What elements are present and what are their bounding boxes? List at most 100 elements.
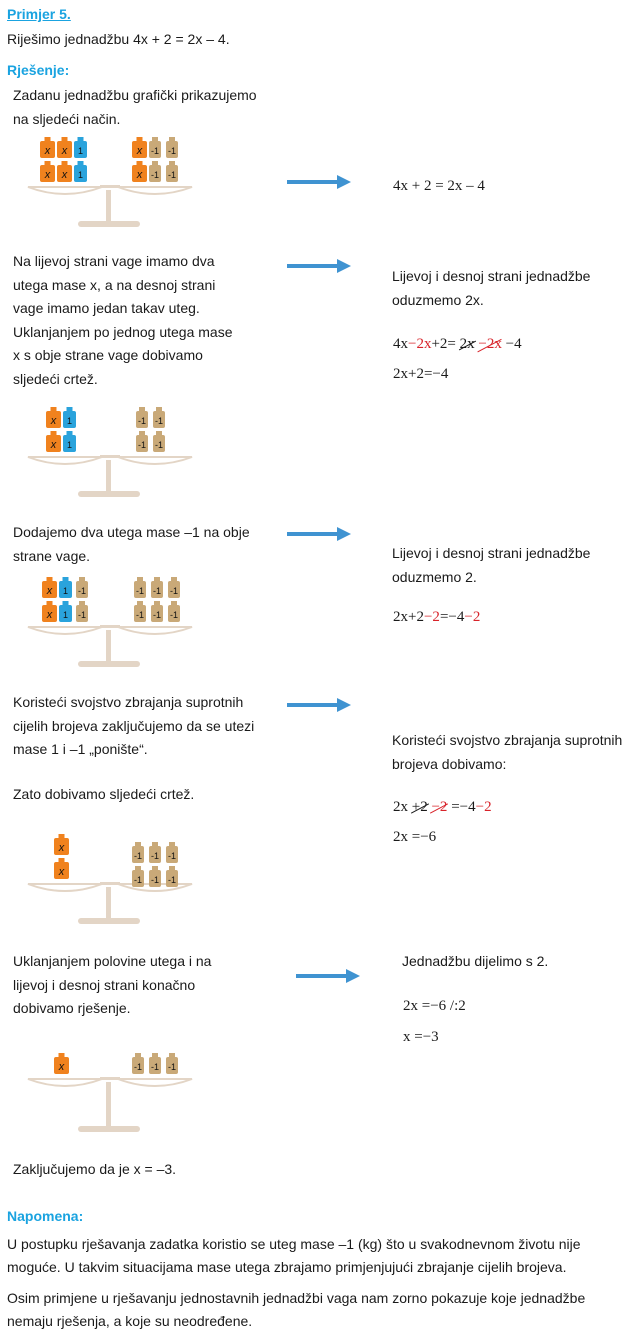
- arrow-5: [296, 969, 360, 983]
- weight-minus-one: -1: [153, 407, 165, 428]
- svg-text:-1: -1: [155, 440, 163, 450]
- scale-base: [27, 185, 193, 227]
- svg-text:-1: -1: [155, 416, 163, 426]
- weight-minus-one: -1: [168, 577, 180, 598]
- svg-text:x: x: [46, 609, 53, 621]
- weight-x: x: [40, 161, 55, 182]
- step4-equation-2: 2x =−6: [393, 829, 437, 845]
- weight-x: x: [132, 161, 147, 182]
- svg-text:x: x: [46, 585, 53, 597]
- svg-text:-1: -1: [78, 586, 86, 596]
- weight-minus-one: -1: [166, 161, 178, 182]
- svg-text:1: 1: [67, 416, 72, 426]
- svg-text:x: x: [58, 866, 65, 878]
- step5-text: Uklanjanjem polovine utega i na lijevoj …: [13, 953, 212, 1016]
- weight-minus-one: -1: [166, 1053, 178, 1074]
- svg-text:-1: -1: [168, 170, 176, 180]
- arrow-2: [287, 259, 351, 273]
- svg-text:x: x: [44, 169, 51, 181]
- weight-minus-one: -1: [166, 866, 178, 887]
- weight-minus-one: -1: [134, 577, 146, 598]
- step4-text-2: Zato dobivamo sljedeći crtež.: [13, 786, 195, 802]
- svg-text:x: x: [61, 145, 68, 157]
- weight-one: 1: [59, 601, 72, 622]
- svg-text:-1: -1: [136, 586, 144, 596]
- weight-minus-one: -1: [132, 1053, 144, 1074]
- note-text: U postupku rješavanja zadatka koristio s…: [7, 1236, 586, 1329]
- weight-minus-one: -1: [132, 866, 144, 887]
- weight-x: x: [42, 577, 57, 598]
- svg-text:-1: -1: [151, 875, 159, 885]
- step2-text: Na lijevoj strani vage imamo dva utega m…: [13, 253, 233, 387]
- svg-text:-1: -1: [153, 610, 161, 620]
- weight-minus-one: -1: [151, 601, 163, 622]
- weight-x: x: [57, 161, 72, 182]
- svg-text:1: 1: [67, 440, 72, 450]
- svg-text:1: 1: [78, 146, 83, 156]
- step5-equation-2: x =−3: [403, 1029, 439, 1045]
- svg-text:-1: -1: [151, 170, 159, 180]
- weight-minus-one: -1: [136, 431, 148, 452]
- arrow-4: [287, 698, 351, 712]
- solution-title: Rješenje:: [7, 62, 70, 78]
- weight-minus-one: -1: [76, 601, 88, 622]
- svg-text:-1: -1: [151, 1062, 159, 1072]
- weight-minus-one: -1: [132, 842, 144, 863]
- svg-text:-1: -1: [168, 875, 176, 885]
- weight-one: 1: [74, 137, 87, 158]
- weight-one: 1: [63, 431, 76, 452]
- svg-text:-1: -1: [134, 1062, 142, 1072]
- svg-text:x: x: [44, 145, 51, 157]
- svg-text:-1: -1: [138, 416, 146, 426]
- scale-step5: x -1-1-1: [27, 1053, 193, 1132]
- weight-x: x: [40, 137, 55, 158]
- svg-text:-1: -1: [168, 851, 176, 861]
- svg-text:x: x: [61, 169, 68, 181]
- svg-text:x: x: [50, 415, 57, 427]
- weight-minus-one: -1: [149, 842, 161, 863]
- step1-equation: 4x + 2 = 2x – 4: [393, 178, 485, 194]
- weight-minus-one: -1: [136, 407, 148, 428]
- step2-equation-2: 2x+2=−4: [393, 366, 449, 382]
- svg-text:x: x: [136, 145, 143, 157]
- weight-minus-one: -1: [151, 577, 163, 598]
- svg-text:-1: -1: [170, 586, 178, 596]
- step3-right-text: Lijevoj i desnoj strani jednadžbe oduzme…: [392, 545, 591, 585]
- svg-text:-1: -1: [138, 440, 146, 450]
- weight-minus-one: -1: [149, 866, 161, 887]
- step3-equation: 2x+2−2=−4−2: [393, 609, 481, 625]
- svg-text:x: x: [136, 169, 143, 181]
- weight-one: 1: [59, 577, 72, 598]
- weight-x: x: [46, 431, 61, 452]
- svg-text:-1: -1: [153, 586, 161, 596]
- weight-x: x: [57, 137, 72, 158]
- svg-text:-1: -1: [168, 146, 176, 156]
- step4-equation-1: 2x +2 −2 =−4−2: [393, 799, 492, 815]
- step2-right-text: Lijevoj i desnoj strani jednadžbe oduzme…: [392, 268, 591, 308]
- svg-text:-1: -1: [78, 610, 86, 620]
- svg-text:x: x: [50, 439, 57, 451]
- arrow-1: [287, 175, 351, 189]
- svg-text:-1: -1: [136, 610, 144, 620]
- weight-minus-one: -1: [166, 137, 178, 158]
- step4-text: Koristeći svojstvo zbrajanja suprotnih c…: [13, 694, 255, 757]
- weight-minus-one: -1: [149, 137, 161, 158]
- svg-text:-1: -1: [170, 610, 178, 620]
- svg-text:-1: -1: [134, 875, 142, 885]
- weight-minus-one: -1: [153, 431, 165, 452]
- svg-text:1: 1: [63, 586, 68, 596]
- svg-text:x: x: [58, 842, 65, 854]
- weight-minus-one: -1: [149, 1053, 161, 1074]
- step5-equation-1: 2x =−6 /:2: [403, 998, 466, 1014]
- conclusion: Zaključujemo da je x = –3.: [13, 1161, 177, 1177]
- weight-x: x: [132, 137, 147, 158]
- svg-text:-1: -1: [151, 146, 159, 156]
- weight-minus-one: -1: [168, 601, 180, 622]
- weight-minus-one: -1: [166, 842, 178, 863]
- svg-text:-1: -1: [134, 851, 142, 861]
- example-title: Primjer 5.: [7, 6, 71, 22]
- weight-one: 1: [74, 161, 87, 182]
- arrow-3: [287, 527, 351, 541]
